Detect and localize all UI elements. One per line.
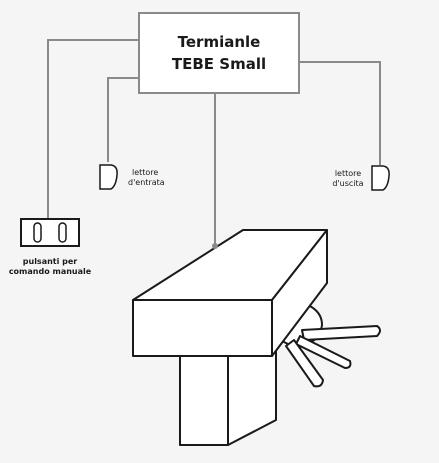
entry-reader-label-line1: lettore <box>132 168 159 177</box>
turnstile-connection-point <box>212 243 218 249</box>
terminal-label-line2: TEBE Small <box>171 55 267 73</box>
exit-reader-label: lettore d'uscita <box>326 169 370 189</box>
manual-buttons-label-line1: pulsanti per <box>22 257 78 266</box>
entry-reader-label-line2: d'entrata <box>128 178 165 187</box>
manual-buttons-label-line2: comando manuale <box>8 267 92 276</box>
manual-buttons-panel <box>20 218 80 247</box>
turnstile <box>132 229 381 446</box>
turnstile-pedestal-front <box>179 354 229 446</box>
turnstile-arms <box>285 325 381 388</box>
turnstile-arm-2 <box>295 335 352 369</box>
line-to-exit-reader <box>299 61 381 165</box>
exit-reader-label-line2: d'uscita <box>332 179 364 188</box>
line-to-buttons <box>47 39 139 218</box>
entry-reader-icon <box>99 164 118 190</box>
exit-reader-label-line1: lettore <box>334 169 362 178</box>
connection-lines <box>47 39 381 246</box>
turnstile-arm-1 <box>301 325 381 341</box>
entry-reader-label: lettore d'entrata <box>128 168 165 188</box>
manual-buttons-label: pulsanti per comando manuale <box>6 257 94 277</box>
line-to-entry-reader <box>107 77 139 162</box>
turnstile-arm-3 <box>285 339 324 388</box>
exit-reader-icon <box>371 165 390 191</box>
button-left <box>33 222 42 243</box>
terminal-label-line1: Termianle <box>177 33 261 51</box>
terminal-label: Termianle TEBE Small <box>139 13 299 93</box>
turnstile-body-front <box>132 299 273 357</box>
button-right <box>58 222 67 243</box>
terminal-box <box>138 12 300 94</box>
